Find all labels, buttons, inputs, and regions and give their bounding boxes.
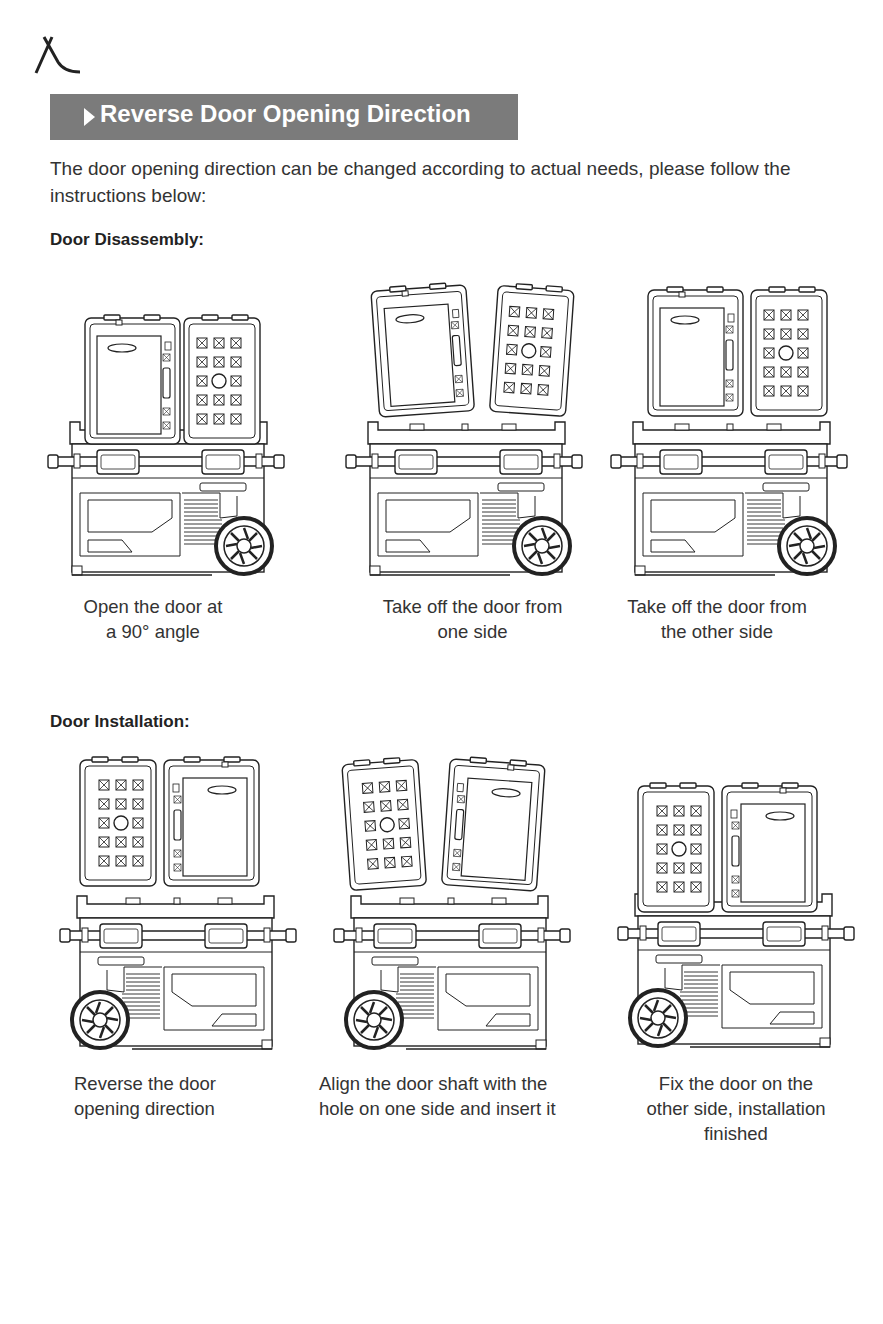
step-caption: Reverse the door opening direction (74, 1071, 244, 1121)
intro-text: The door opening direction can be change… (50, 155, 840, 209)
section-title: Reverse Door Opening Direction (100, 100, 471, 128)
section-band (50, 94, 518, 140)
cooler-door-removed (346, 282, 582, 575)
section-heading: Door Installation: (50, 710, 350, 734)
step-caption: Take off the door from the other side (622, 594, 812, 644)
step-caption: Open the door at a 90° angle (78, 594, 228, 644)
step-caption: Align the door shaft with the hole on on… (319, 1071, 581, 1121)
cooler-open (48, 315, 284, 575)
cooler-door-inserting (334, 756, 570, 1049)
step-caption: Take off the door from one side (380, 594, 565, 644)
step-caption: Fix the door on the other side, installa… (638, 1071, 834, 1146)
header-rule (60, 71, 883, 74)
section-heading: Door Disassembly: (50, 228, 350, 252)
brand-logo (36, 37, 80, 73)
cooler-installed (618, 783, 854, 1047)
cooler-reversed (60, 757, 296, 1049)
band-triangle (84, 108, 95, 126)
cooler-doors-off (611, 287, 847, 575)
